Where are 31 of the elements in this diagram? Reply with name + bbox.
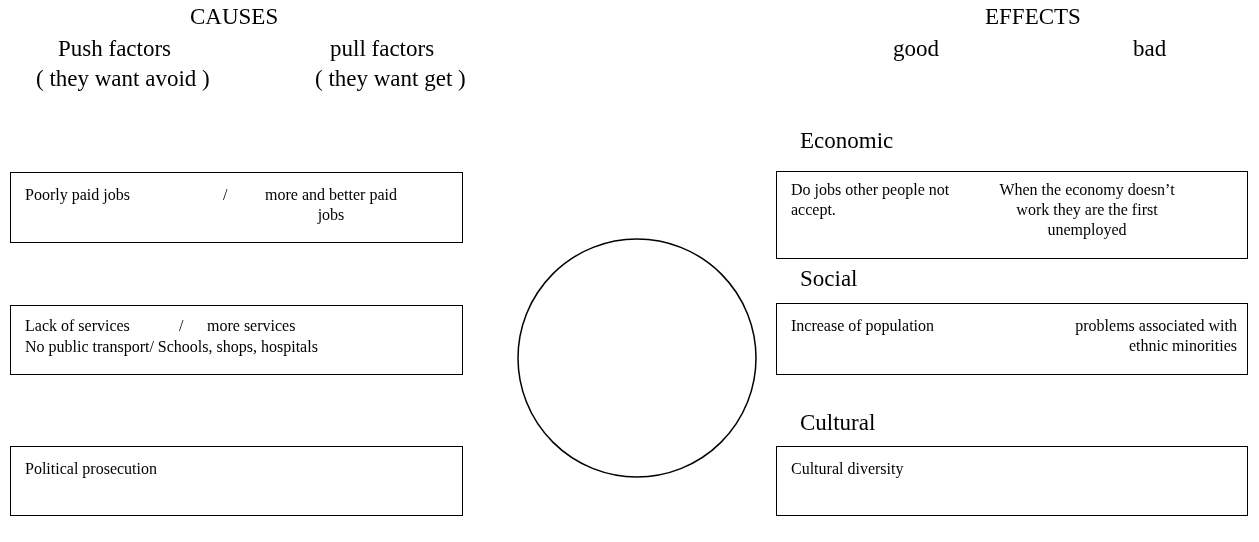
column-heading: pull factors bbox=[330, 36, 435, 62]
empty-circle bbox=[517, 238, 757, 478]
effect-box bbox=[776, 303, 1248, 375]
section-heading: Economic bbox=[800, 128, 894, 154]
note-text: ( they want get ) bbox=[315, 66, 466, 92]
column-heading: Push factors bbox=[58, 36, 172, 62]
note-text: ( they want avoid ) bbox=[36, 66, 210, 92]
cause-box bbox=[10, 446, 463, 516]
box-text: Cultural diversity bbox=[791, 459, 904, 479]
section-heading: Cultural bbox=[800, 410, 876, 436]
cause-box bbox=[10, 172, 463, 243]
box-text: Political prosecution bbox=[25, 459, 157, 479]
box-text: No public transport/ Schools, shops, hospitals bbox=[25, 337, 318, 357]
box-text: Lack of services bbox=[25, 316, 130, 336]
box-text: Increase of population bbox=[791, 316, 935, 336]
effect-box bbox=[776, 446, 1248, 516]
column-heading: bad bbox=[1133, 36, 1167, 62]
box-text: Poorly paid jobs bbox=[25, 185, 130, 205]
cause-box bbox=[10, 305, 463, 375]
box-text: Do jobs other people not accept. bbox=[791, 180, 951, 220]
effect-box bbox=[776, 171, 1248, 259]
heading: EFFECTS bbox=[985, 4, 1081, 30]
slash-separator: / bbox=[179, 316, 184, 336]
slash-separator: / bbox=[223, 185, 228, 205]
section-heading: Social bbox=[800, 266, 858, 292]
box-text: more and better paid jobs bbox=[264, 185, 398, 225]
box-text: When the economy doesn’t work they are the first unemployed bbox=[998, 180, 1176, 240]
box-text: problems associated with ethnic minorities bbox=[1074, 316, 1237, 356]
column-heading: good bbox=[893, 36, 939, 62]
box-text: more services bbox=[207, 316, 296, 336]
heading: CAUSES bbox=[190, 4, 279, 30]
